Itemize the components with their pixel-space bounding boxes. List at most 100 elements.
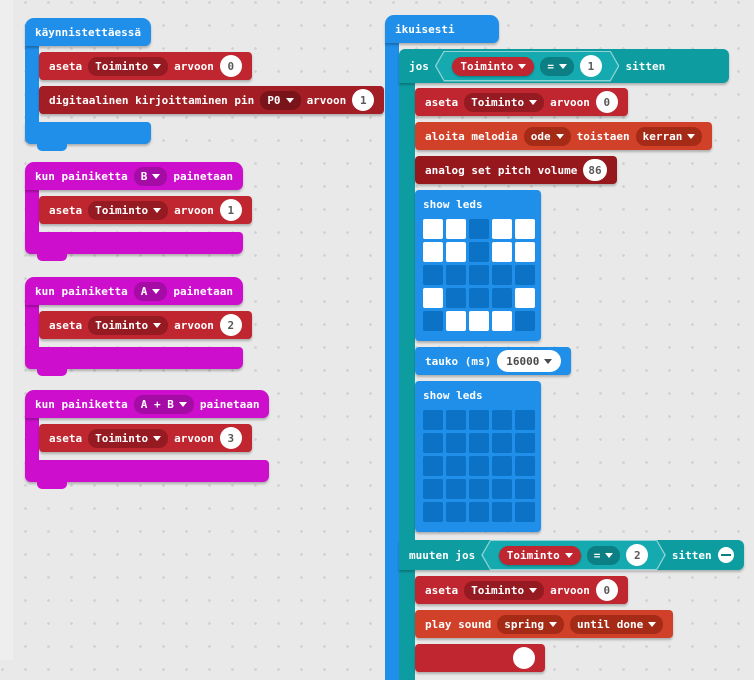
variable-dropdown[interactable]: Toiminto (464, 92, 545, 112)
value-input[interactable]: 0 (595, 579, 618, 601)
led-cell-on[interactable] (492, 311, 512, 331)
block-on-button-a[interactable]: kun painiketta A painetaan aseta Toimint… (25, 277, 252, 376)
collapse-minus-icon[interactable] (718, 547, 734, 563)
led-cell-off[interactable] (469, 242, 489, 262)
block-set-variable[interactable]: aseta Toiminto arvoon 1 (39, 196, 252, 224)
else-if-header[interactable]: muuten jos Toiminto = 2 sitten (399, 540, 744, 570)
led-cell-off[interactable] (492, 265, 512, 285)
block-set-variable[interactable]: aseta Toiminto arvoon 3 (39, 424, 252, 452)
led-cell-on[interactable] (423, 219, 443, 239)
led-cell-off[interactable] (423, 479, 443, 499)
variable-dropdown[interactable]: Toiminto (88, 200, 169, 220)
led-cell-off[interactable] (423, 265, 443, 285)
led-cell-off[interactable] (515, 410, 535, 430)
led-cell-off[interactable] (515, 265, 535, 285)
variable-dropdown[interactable]: Toiminto (88, 315, 169, 335)
block-set-variable[interactable]: aseta Toiminto arvoon 2 (39, 311, 252, 339)
block-pause[interactable]: tauko (ms) 16000 (415, 347, 572, 375)
button-dropdown[interactable]: A (133, 281, 168, 301)
led-cell-on[interactable] (492, 219, 512, 239)
led-cell-off[interactable] (515, 502, 535, 522)
led-cell-off[interactable] (469, 456, 489, 476)
value-input[interactable]: 2 (219, 314, 242, 336)
pin-dropdown[interactable]: P0 (260, 90, 301, 110)
led-cell-off[interactable] (492, 502, 512, 522)
led-cell-off[interactable] (423, 311, 443, 331)
led-cell-off[interactable] (423, 502, 443, 522)
block-start-melody[interactable]: aloita melodia ode toistaen kerran (415, 122, 713, 150)
variable-reporter[interactable]: Toiminto (499, 546, 581, 565)
led-cell-off[interactable] (446, 479, 466, 499)
led-cell-off[interactable] (423, 433, 443, 453)
led-cell-on[interactable] (446, 219, 466, 239)
led-cell-off[interactable] (469, 219, 489, 239)
value-input[interactable] (513, 647, 535, 669)
led-cell-off[interactable] (492, 433, 512, 453)
led-cell-off[interactable] (515, 479, 535, 499)
block-on-start[interactable]: käynnistettäessä aseta Toiminto arvoon 0… (25, 18, 385, 151)
on-button-a-header[interactable]: kun painiketta A painetaan (25, 277, 243, 305)
led-cell-off[interactable] (492, 456, 512, 476)
led-cell-off[interactable] (492, 410, 512, 430)
led-cell-off[interactable] (492, 288, 512, 308)
value-input[interactable]: 3 (219, 427, 242, 449)
variable-dropdown[interactable]: Toiminto (464, 580, 545, 600)
led-cell-off[interactable] (446, 502, 466, 522)
led-cell-on[interactable] (515, 219, 535, 239)
led-cell-off[interactable] (446, 410, 466, 430)
led-cell-off[interactable] (469, 479, 489, 499)
variable-reporter[interactable]: Toiminto (452, 57, 534, 76)
led-cell-on[interactable] (469, 311, 489, 331)
led-cell-off[interactable] (423, 456, 443, 476)
repeat-dropdown[interactable]: kerran (635, 126, 703, 146)
operator-dropdown[interactable]: = (587, 546, 621, 565)
block-play-sound[interactable]: play sound spring until done (415, 610, 674, 638)
led-cell-off[interactable] (515, 311, 535, 331)
block-on-button-b[interactable]: kun painiketta B painetaan aseta Toimint… (25, 162, 252, 261)
led-cell-on[interactable] (446, 311, 466, 331)
led-cell-off[interactable] (469, 502, 489, 522)
forever-header[interactable]: ikuisesti (385, 15, 499, 43)
block-show-leds[interactable]: show leds (415, 381, 541, 532)
led-cell-on[interactable] (515, 288, 535, 308)
led-cell-off[interactable] (446, 265, 466, 285)
block-set-variable[interactable]: aseta Toiminto arvoon 0 (39, 52, 252, 80)
led-cell-on[interactable] (492, 242, 512, 262)
compare-value-input[interactable]: 1 (580, 55, 602, 77)
button-dropdown[interactable]: A + B (133, 394, 194, 414)
variable-dropdown[interactable]: Toiminto (88, 428, 169, 448)
led-cell-on[interactable] (423, 242, 443, 262)
value-input[interactable]: 1 (352, 89, 375, 111)
led-cell-off[interactable] (423, 410, 443, 430)
led-cell-off[interactable] (446, 456, 466, 476)
on-button-ab-header[interactable]: kun painiketta A + B painetaan (25, 390, 270, 418)
on-start-header[interactable]: käynnistettäessä (25, 18, 151, 46)
block-on-button-ab[interactable]: kun painiketta A + B painetaan aseta Toi… (25, 390, 270, 489)
value-input[interactable]: 0 (219, 55, 242, 77)
led-cell-off[interactable] (469, 288, 489, 308)
operator-dropdown[interactable]: = (540, 57, 574, 76)
led-cell-off[interactable] (446, 288, 466, 308)
led-cell-off[interactable] (492, 479, 512, 499)
variable-dropdown[interactable]: Toiminto (88, 56, 169, 76)
block-set-variable[interactable]: aseta Toiminto arvoon 0 (415, 88, 628, 116)
block-forever[interactable]: ikuisesti jos Toiminto = (385, 15, 744, 680)
block-analog-pitch-volume[interactable]: analog set pitch volume 86 (415, 156, 617, 184)
sound-mode-dropdown[interactable]: until done (569, 614, 664, 634)
block-show-leds[interactable]: show leds (415, 190, 541, 341)
block-digital-write[interactable]: digitaalinen kirjoittaminen pin P0 arvoo… (39, 86, 385, 114)
led-cell-on[interactable] (423, 288, 443, 308)
block-clipped[interactable] (415, 644, 545, 672)
led-cell-off[interactable] (515, 456, 535, 476)
value-input[interactable]: 1 (219, 199, 242, 221)
led-cell-off[interactable] (469, 410, 489, 430)
on-button-b-header[interactable]: kun painiketta B painetaan (25, 162, 243, 190)
if-header[interactable]: jos Toiminto = 1 sitten (399, 49, 729, 83)
led-cell-off[interactable] (446, 433, 466, 453)
led-cell-off[interactable] (469, 265, 489, 285)
block-set-variable[interactable]: aseta Toiminto arvoon 0 (415, 576, 628, 604)
button-dropdown[interactable]: B (133, 166, 168, 186)
volume-input[interactable]: 86 (583, 159, 607, 181)
melody-dropdown[interactable]: ode (523, 126, 571, 146)
pause-duration-dropdown[interactable]: 16000 (497, 350, 562, 372)
